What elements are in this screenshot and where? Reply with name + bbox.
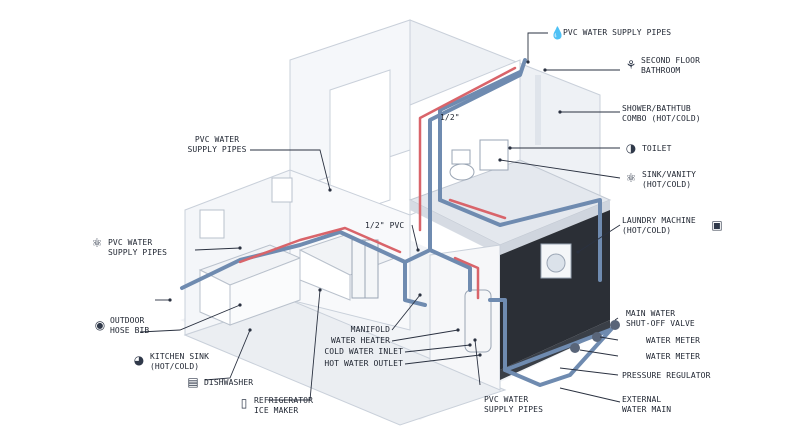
faucet-icon-left: ⚛ xyxy=(91,236,103,250)
label-water-heater: WATER HEATER xyxy=(331,336,390,345)
inner-partition xyxy=(329,69,391,221)
label-hot-outlet: HOT WATER OUTLET xyxy=(324,359,403,368)
label-pressure-regulator: PRESSURE REGULATOR xyxy=(622,371,711,380)
faucet-icon: ⚛ xyxy=(625,171,637,185)
label-water-meter-2: WATER METER xyxy=(646,352,701,361)
kitchen-cabinets-front xyxy=(229,257,301,326)
label-kitchen-sink: KITCHEN SINK(HOT/COLD) xyxy=(150,352,209,371)
water-meter-2 xyxy=(570,343,580,353)
utility-wall-right xyxy=(500,210,610,370)
label-water-meter-1: WATER METER xyxy=(646,336,701,345)
upper-cabinet-2 xyxy=(271,177,293,203)
label-laundry: LAUNDRY MACHINE(HOT/COLD) xyxy=(622,216,696,235)
slab-edge xyxy=(410,200,500,255)
shower-icon: ⚘ xyxy=(625,58,637,72)
hose-bib-icon: ◉ xyxy=(94,318,106,332)
label-toilet: TOILET xyxy=(642,144,672,153)
water-meter-1 xyxy=(592,332,602,342)
washing-machine-icon: ▣ xyxy=(711,218,723,232)
label-half-inch-pvc: 1/2" PVC xyxy=(365,221,405,230)
kitchen-island-front xyxy=(299,249,351,301)
toilet-tank xyxy=(451,149,471,165)
leader-dots xyxy=(168,60,580,357)
label-dishwasher: DISHWASHER xyxy=(204,378,254,387)
shutoff-valve xyxy=(610,320,620,330)
sink-icon: ◕ xyxy=(133,353,145,367)
toilet-icon: ◑ xyxy=(625,141,637,155)
label-pvc-top: PVC WATER SUPPLY PIPES xyxy=(563,28,672,37)
water-heater xyxy=(464,289,492,353)
cold-pipes xyxy=(180,58,617,387)
vanity xyxy=(479,139,509,171)
refrigerator-icon: ▯ xyxy=(240,396,248,410)
leader-lines xyxy=(139,32,621,403)
label-half-inch: 1/2" xyxy=(440,113,460,122)
shower-wall xyxy=(535,75,541,145)
toilet-bowl xyxy=(449,163,475,181)
slab-edge-right xyxy=(500,200,610,255)
hot-pipes xyxy=(238,66,517,300)
label-manifold: MANIFOLD xyxy=(350,325,390,334)
water-drop-icon: 💧 xyxy=(550,26,565,40)
washing-machine-door xyxy=(546,253,566,273)
upper-cabinet xyxy=(199,209,225,239)
label-cold-inlet: COLD WATER INLET xyxy=(324,347,403,356)
dishwasher-icon: ▤ xyxy=(187,375,199,389)
label-sink-vanity: SINK/VANITY(HOT/COLD) xyxy=(642,170,697,189)
